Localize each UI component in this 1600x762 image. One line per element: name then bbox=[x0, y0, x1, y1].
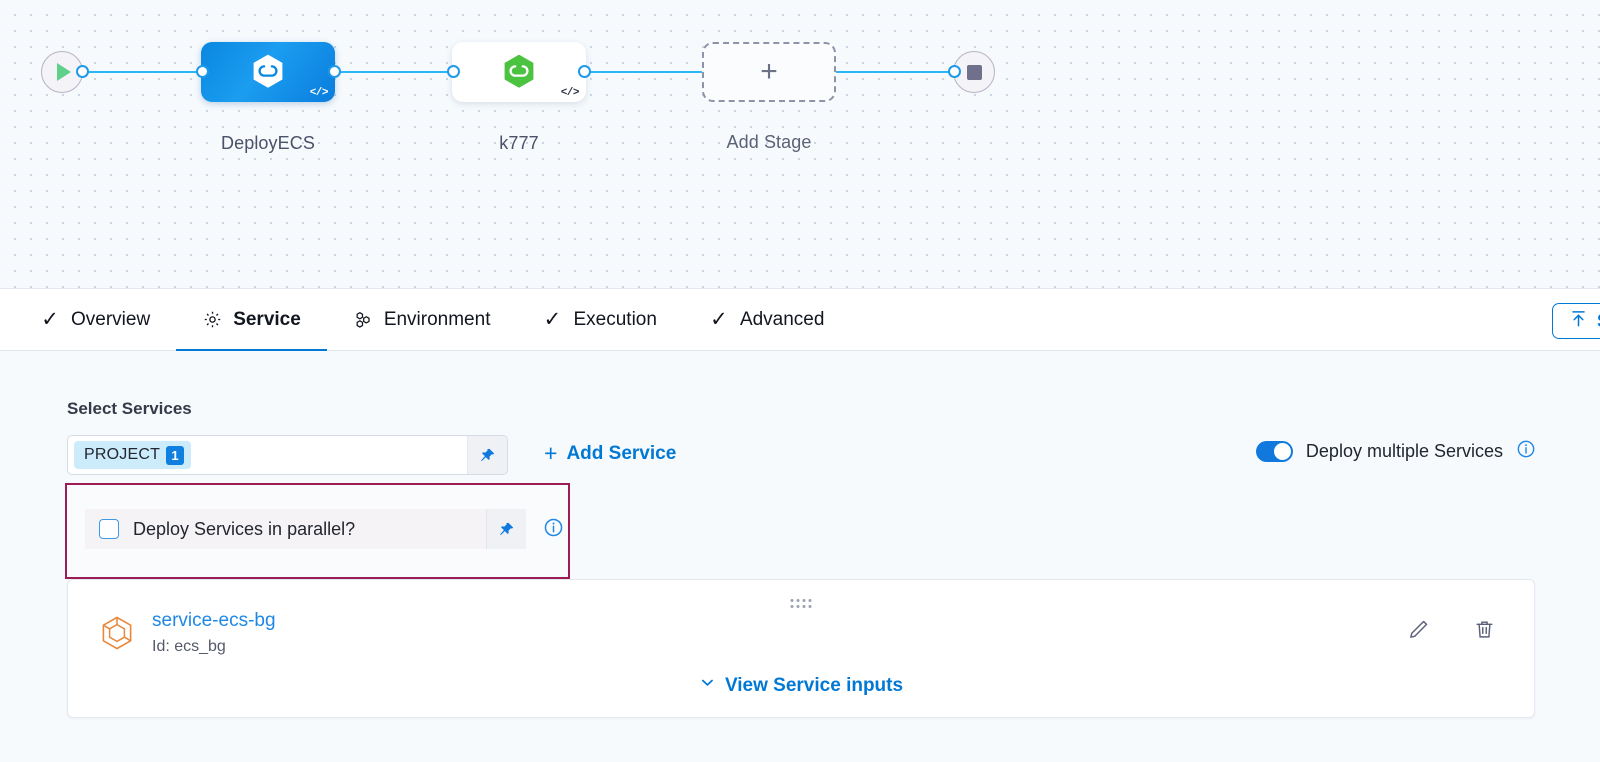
trash-icon[interactable] bbox=[1473, 618, 1497, 642]
port-k777-in[interactable] bbox=[447, 65, 460, 78]
code-badge-icon: </> bbox=[309, 87, 329, 99]
tab-service[interactable]: Service bbox=[176, 289, 327, 352]
tab-environment[interactable]: Environment bbox=[327, 289, 517, 351]
stage-node-k777[interactable]: </> bbox=[452, 42, 586, 102]
tab-advanced[interactable]: ✓ Advanced bbox=[683, 289, 851, 351]
code-badge-icon: </> bbox=[560, 87, 580, 99]
select-services-label: Select Services bbox=[67, 399, 192, 418]
select-services-input[interactable]: PROJECT 1 bbox=[67, 435, 508, 475]
deploy-parallel-row[interactable]: Deploy Services in parallel? bbox=[85, 509, 526, 549]
drag-handle-icon[interactable] bbox=[790, 599, 812, 608]
view-service-inputs-button[interactable]: View Service inputs bbox=[699, 674, 903, 697]
tab-label: Execution bbox=[573, 308, 657, 330]
add-stage-node[interactable]: + bbox=[702, 42, 836, 102]
port-deployecs-in[interactable] bbox=[196, 65, 209, 78]
stage-label-k777: k777 bbox=[499, 133, 539, 153]
deploy-multiple-services-row[interactable]: Deploy multiple Services bbox=[1255, 439, 1536, 464]
play-icon bbox=[57, 63, 71, 81]
pin-icon bbox=[500, 522, 514, 535]
tab-label: Service bbox=[233, 308, 301, 330]
chip-label: PROJECT bbox=[84, 446, 161, 463]
harness-hexagon-icon bbox=[253, 54, 283, 88]
service-id-text: Id: ecs_bg bbox=[152, 638, 226, 655]
check-icon: ✓ bbox=[543, 308, 562, 331]
deploy-parallel-highlight-box: Deploy Services in parallel? bbox=[65, 483, 570, 579]
edge-deployecs-to-k777 bbox=[330, 71, 458, 73]
service-config-panel: Select Services PROJECT 1 + Add Service … bbox=[0, 351, 1600, 762]
chip-count-badge: 1 bbox=[166, 445, 185, 465]
stage-label-deployecs: DeployECS bbox=[221, 133, 315, 153]
tab-label: Advanced bbox=[739, 308, 825, 330]
port-k777-out[interactable] bbox=[578, 65, 591, 78]
harness-hexagon-icon bbox=[504, 54, 534, 88]
tab-label: Environment bbox=[383, 308, 491, 330]
service-name-link[interactable]: service-ecs-bg bbox=[152, 610, 276, 631]
pipeline-canvas[interactable]: </> </> + DeployECS k777 Add Stage bbox=[0, 0, 1600, 289]
upload-icon bbox=[1569, 309, 1588, 333]
stage-node-deployecs[interactable]: </> bbox=[201, 42, 335, 102]
stage-label-add-stage: Add Stage bbox=[726, 132, 812, 152]
check-icon: ✓ bbox=[41, 308, 59, 331]
deploy-parallel-label: Deploy Services in parallel? bbox=[133, 518, 356, 539]
add-service-button[interactable]: + Add Service bbox=[544, 442, 676, 465]
add-service-label: Add Service bbox=[566, 442, 677, 464]
chevron-down-icon bbox=[699, 674, 716, 697]
port-end-in[interactable] bbox=[948, 65, 961, 78]
check-icon: ✓ bbox=[710, 308, 728, 331]
deploy-multiple-services-toggle[interactable] bbox=[1255, 441, 1293, 462]
tab-label: Overview bbox=[71, 308, 151, 330]
selected-service-chip[interactable]: PROJECT 1 bbox=[74, 441, 192, 469]
port-start-out[interactable] bbox=[76, 65, 89, 78]
gear-icon bbox=[202, 310, 222, 330]
tab-execution[interactable]: ✓ Execution bbox=[516, 289, 682, 351]
deploy-multiple-services-label: Deploy multiple Services bbox=[1305, 441, 1503, 461]
pin-button[interactable] bbox=[486, 509, 526, 549]
plus-icon: + bbox=[544, 440, 558, 466]
stage-config-tabbar: ✓ Overview Service Environment bbox=[0, 289, 1600, 352]
pencil-icon[interactable] bbox=[1407, 618, 1431, 642]
pin-button[interactable] bbox=[467, 436, 507, 474]
port-deployecs-out[interactable] bbox=[328, 65, 341, 78]
tab-overview[interactable]: ✓ Overview bbox=[14, 289, 176, 351]
info-icon[interactable] bbox=[1516, 439, 1536, 464]
toggle-knob bbox=[1273, 443, 1291, 460]
service-hexagon-icon bbox=[102, 616, 132, 650]
view-service-inputs-label: View Service inputs bbox=[724, 674, 904, 696]
save-button-label: S bbox=[1597, 311, 1600, 332]
edge-start-to-deployecs bbox=[80, 71, 208, 73]
save-as-template-button[interactable]: S bbox=[1551, 303, 1600, 339]
plus-icon: + bbox=[760, 55, 778, 88]
deploy-parallel-checkbox[interactable] bbox=[99, 519, 119, 539]
hexcluster-icon bbox=[353, 310, 373, 330]
edge-addstage-to-end bbox=[830, 71, 960, 73]
pin-icon bbox=[481, 448, 495, 461]
info-icon[interactable] bbox=[543, 517, 565, 539]
service-card[interactable]: service-ecs-bg Id: ecs_bg View Service i… bbox=[67, 579, 1535, 718]
edge-k777-to-addstage bbox=[580, 71, 708, 73]
stop-icon bbox=[966, 64, 982, 80]
